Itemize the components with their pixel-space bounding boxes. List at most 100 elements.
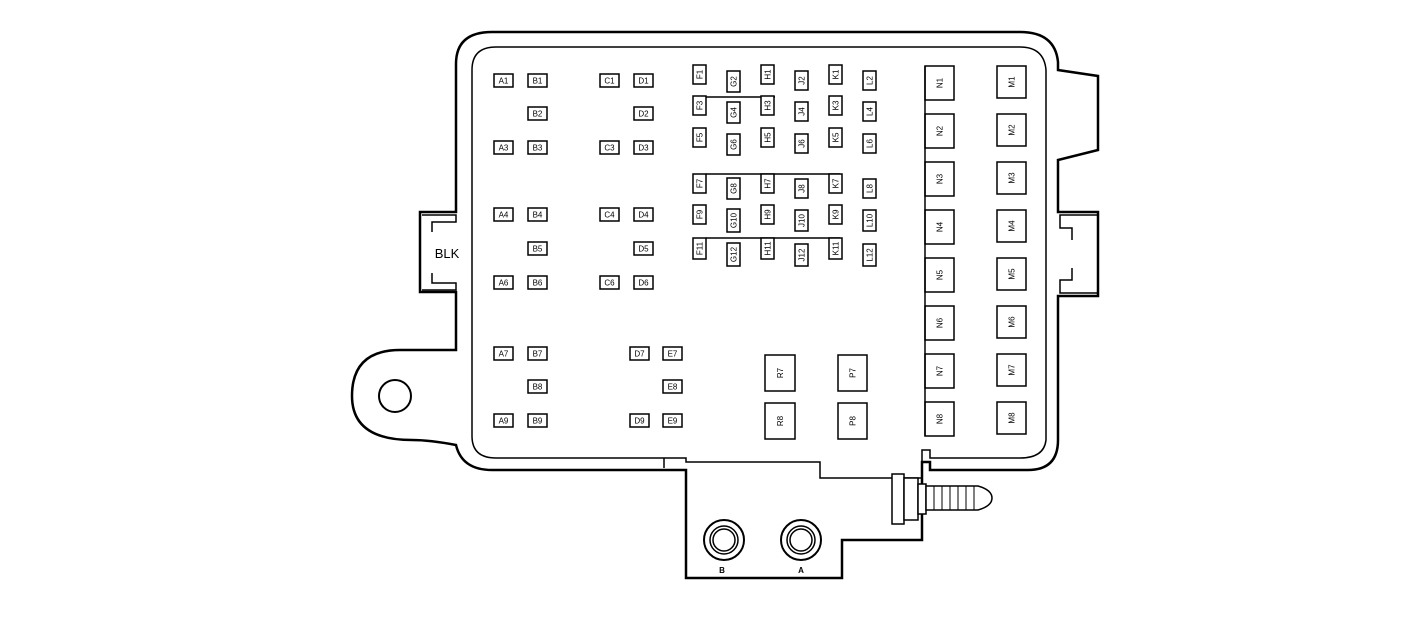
svg-text:B9: B9 — [533, 417, 543, 426]
svg-text:B6: B6 — [533, 279, 543, 288]
relay-n1: N1 — [924, 65, 955, 101]
svg-text:K7: K7 — [832, 178, 841, 188]
fuse-slot-b6: B6 — [527, 275, 548, 290]
svg-text:C1: C1 — [604, 77, 615, 86]
svg-text:D7: D7 — [634, 350, 645, 359]
svg-text:F7: F7 — [696, 178, 705, 188]
svg-text:G4: G4 — [730, 107, 739, 118]
bolt — [891, 473, 993, 525]
svg-text:N4: N4 — [936, 221, 945, 232]
fuse-slot-b8: B8 — [527, 379, 548, 394]
svg-text:G6: G6 — [730, 139, 739, 150]
svg-text:A4: A4 — [499, 211, 509, 220]
svg-text:L10: L10 — [866, 213, 875, 227]
housing-inner-outline — [471, 46, 1047, 479]
svg-text:R8: R8 — [776, 415, 785, 426]
svg-text:L8: L8 — [866, 184, 875, 193]
fuse-slot-l10: L10 — [862, 209, 877, 232]
fuse-slot-f11: F11 — [692, 237, 707, 260]
fuse-slot-k5: K5 — [828, 127, 843, 148]
svg-text:D6: D6 — [638, 279, 649, 288]
fuse-slot-f9: F9 — [692, 204, 707, 225]
svg-text:N3: N3 — [936, 173, 945, 184]
svg-text:M3: M3 — [1008, 172, 1017, 184]
terminal-a-label: A — [798, 566, 804, 575]
svg-text:J8: J8 — [798, 184, 807, 193]
fuse-slot-d9: D9 — [629, 413, 650, 428]
svg-text:H3: H3 — [764, 100, 773, 111]
svg-text:K3: K3 — [832, 100, 841, 110]
svg-text:C6: C6 — [604, 279, 615, 288]
svg-text:N8: N8 — [936, 413, 945, 424]
svg-text:A6: A6 — [499, 279, 509, 288]
fuse-slot-k9: K9 — [828, 204, 843, 225]
fuse-slot-h1: H1 — [760, 64, 775, 85]
mounting-hole — [378, 379, 412, 413]
fuse-slot-b2: B2 — [527, 106, 548, 121]
svg-text:M7: M7 — [1008, 364, 1017, 376]
relay-n2: N2 — [924, 113, 955, 149]
fuse-slot-j2: J2 — [794, 70, 809, 91]
svg-text:C4: C4 — [604, 211, 615, 220]
svg-text:M2: M2 — [1008, 124, 1017, 136]
fuse-slot-j4: J4 — [794, 101, 809, 122]
fuse-slot-f3: F3 — [692, 95, 707, 116]
svg-text:M6: M6 — [1008, 316, 1017, 328]
stud-b — [703, 519, 745, 561]
svg-text:B8: B8 — [533, 383, 543, 392]
svg-text:D2: D2 — [638, 110, 649, 119]
relay-m8: M8 — [996, 401, 1027, 435]
relay-m4: M4 — [996, 209, 1027, 243]
fuse-slot-g6: G6 — [726, 133, 741, 156]
svg-text:K1: K1 — [832, 69, 841, 79]
fuse-slot-f5: F5 — [692, 127, 707, 148]
svg-text:J6: J6 — [798, 139, 807, 148]
svg-text:A9: A9 — [499, 417, 509, 426]
svg-text:M5: M5 — [1008, 268, 1017, 280]
svg-text:A3: A3 — [499, 144, 509, 153]
svg-text:E8: E8 — [668, 383, 678, 392]
relay-m3: M3 — [996, 161, 1027, 195]
relay-n7: N7 — [924, 353, 955, 389]
svg-text:M4: M4 — [1008, 220, 1017, 232]
svg-text:F11: F11 — [696, 241, 705, 255]
fuse-slot-b3: B3 — [527, 140, 548, 155]
svg-text:F3: F3 — [696, 100, 705, 110]
svg-text:C3: C3 — [604, 144, 615, 153]
svg-text:P8: P8 — [849, 416, 858, 426]
terminal-b-label: B — [719, 566, 725, 575]
fuse-slot-a4: A4 — [493, 207, 514, 222]
svg-text:J10: J10 — [798, 214, 807, 227]
fuse-slot-d4: D4 — [633, 207, 654, 222]
right-clip-top — [1059, 214, 1098, 240]
fuse-slot-l12: L12 — [862, 243, 877, 267]
svg-text:E9: E9 — [668, 417, 678, 426]
fuse-slot-b5: B5 — [527, 241, 548, 256]
svg-text:N5: N5 — [936, 269, 945, 280]
svg-text:K5: K5 — [832, 132, 841, 142]
fuse-slot-g10: G10 — [726, 208, 741, 233]
svg-text:B5: B5 — [533, 245, 543, 254]
fuse-slot-l8: L8 — [862, 178, 877, 199]
svg-text:K11: K11 — [832, 241, 841, 255]
relay-p7: P7 — [837, 354, 868, 392]
relay-n5: N5 — [924, 257, 955, 293]
svg-text:H7: H7 — [764, 178, 773, 189]
relay-m5: M5 — [996, 257, 1027, 291]
stud-a — [780, 519, 822, 561]
fuse-slot-d3: D3 — [633, 140, 654, 155]
svg-text:M8: M8 — [1008, 412, 1017, 424]
svg-text:K9: K9 — [832, 209, 841, 219]
svg-text:D5: D5 — [638, 245, 649, 254]
relay-m7: M7 — [996, 353, 1027, 387]
relay-m6: M6 — [996, 305, 1027, 339]
svg-text:H5: H5 — [764, 132, 773, 143]
fuse-slot-k3: K3 — [828, 95, 843, 116]
fuse-slot-d1: D1 — [633, 73, 654, 88]
svg-text:J4: J4 — [798, 107, 807, 116]
housing-outline — [350, 30, 1100, 580]
fuse-slot-a1: A1 — [493, 73, 514, 88]
fuse-slot-f7: F7 — [692, 173, 707, 194]
svg-text:N2: N2 — [936, 125, 945, 136]
